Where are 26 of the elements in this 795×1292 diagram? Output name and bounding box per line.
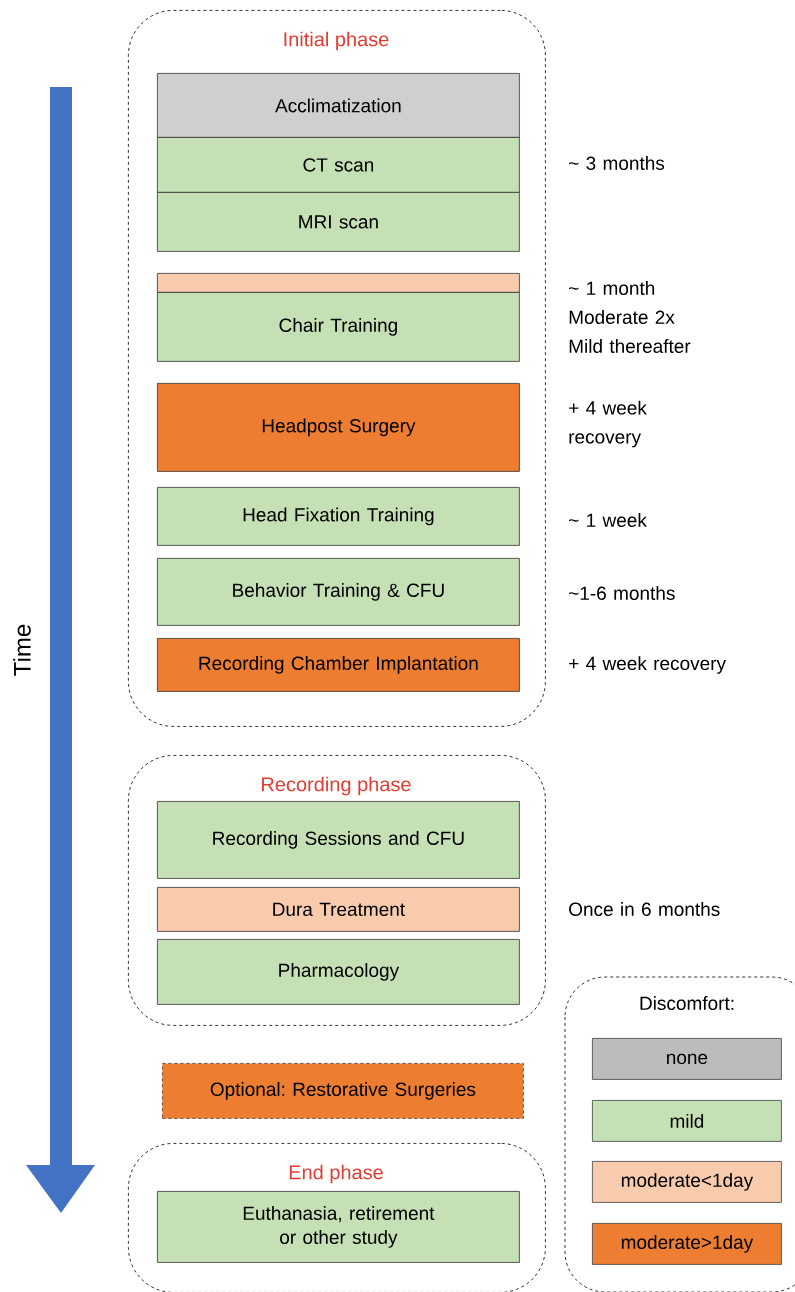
- process-box: Headpost Surgery: [157, 383, 520, 472]
- process-box: Recording Chamber Implantation: [157, 638, 520, 692]
- phase-heading: End phase: [289, 1164, 383, 1184]
- process-box: Dura Treatment: [157, 887, 520, 932]
- process-box: Behavior Training & CFU: [157, 558, 520, 626]
- duration-note: ~ 1 week: [569, 513, 647, 527]
- duration-note: + 4 week recovery: [569, 400, 647, 448]
- duration-note: ~ 1 month Moderate 2x Mild thereafter: [569, 281, 691, 353]
- duration-note: + 4 week recovery: [569, 656, 726, 674]
- process-box: Pharmacology: [157, 939, 520, 1005]
- process-box: Euthanasia, retirement or other study: [157, 1191, 520, 1263]
- process-box: MRI scan: [157, 192, 520, 252]
- process-box: Chair Training: [157, 292, 520, 362]
- duration-note: Once in 6 months: [569, 902, 720, 916]
- process-box: CT scan: [157, 137, 520, 193]
- process-box: Acclimatization: [157, 73, 520, 138]
- legend-title: Discomfort:: [640, 996, 734, 1010]
- process-box: Optional: Restorative Surgeries: [162, 1063, 524, 1119]
- process-box: Recording Sessions and CFU: [157, 801, 520, 879]
- duration-note: ~ 3 months: [569, 156, 665, 170]
- bar: [157, 273, 520, 293]
- phase-heading: Initial phase: [284, 31, 389, 51]
- duration-note: ~1-6 months: [569, 586, 675, 600]
- process-box: Head Fixation Training: [157, 487, 520, 546]
- phase-heading: Recording phase: [262, 776, 411, 796]
- axis-label: Time: [13, 624, 31, 676]
